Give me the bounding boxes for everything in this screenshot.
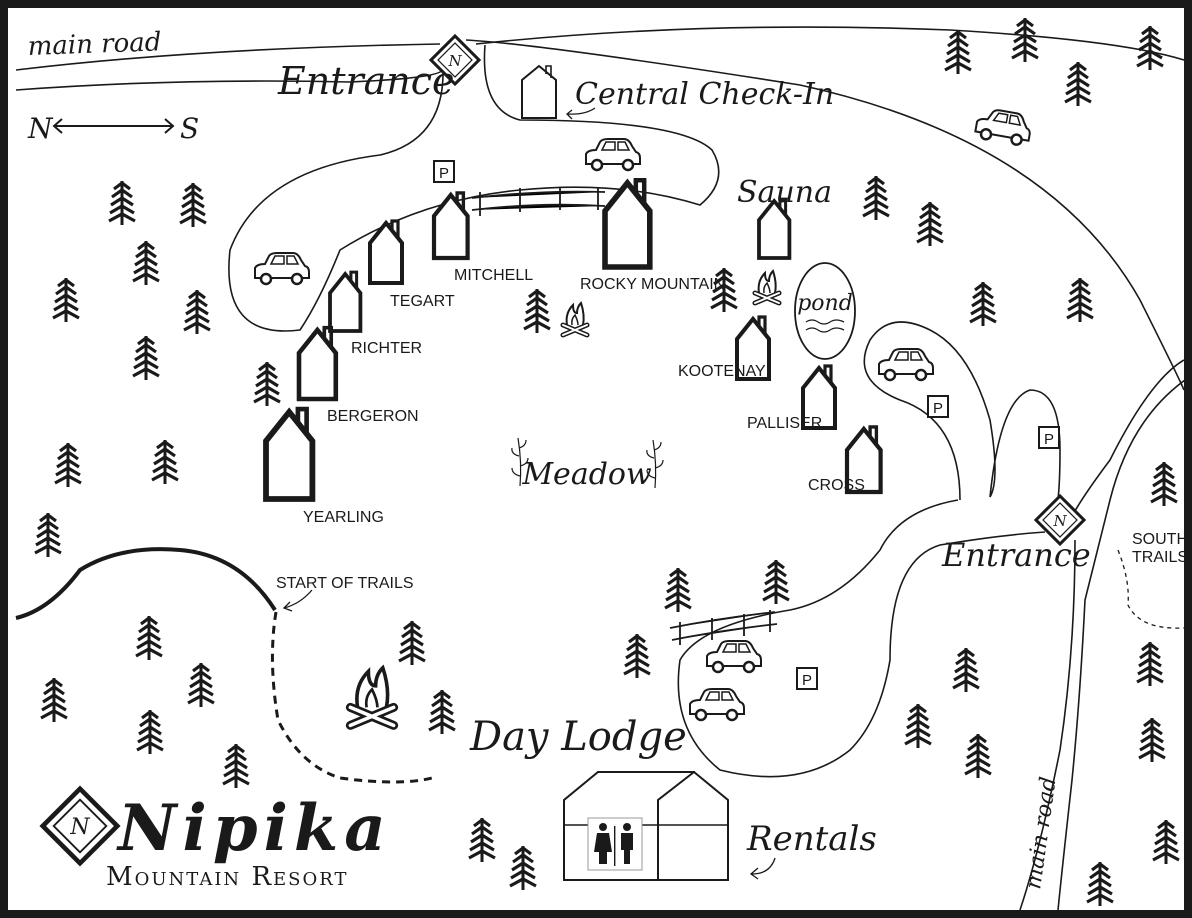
cabin-richter-icon: [328, 270, 363, 333]
parking-sign-east-2: P: [1038, 426, 1060, 449]
parking-sign-south: P: [796, 667, 818, 690]
central-road: [1069, 359, 1184, 521]
central-checkin-building: [521, 64, 557, 119]
cabin-kootenay-label: KOOTENAY: [678, 363, 766, 380]
svg-text:P: P: [802, 672, 812, 689]
day-lodge-building: [563, 770, 729, 881]
brand-logo: N Nipika Mountain Resort: [43, 789, 392, 892]
restroom-icon: [594, 823, 633, 866]
cabin-palliser-label: PALLISER: [747, 415, 822, 432]
brand-logo-letter: N: [69, 815, 90, 840]
start-of-trails-label: START OF TRAILS: [276, 575, 414, 592]
cabin-rocky-mountain-icon: [605, 180, 650, 267]
car-icon: [584, 137, 642, 172]
cabin-bergeron-icon: [299, 328, 336, 399]
trail-west: [270, 611, 433, 784]
svg-text:P: P: [933, 400, 943, 417]
parking-sign-north: P: [433, 160, 455, 183]
cabin-yearling-label: YEARLING: [303, 509, 384, 526]
cabin-yearling-icon: [266, 409, 312, 499]
compass-south: S: [180, 112, 199, 145]
car-icon: [688, 687, 746, 722]
compass: N S: [27, 112, 199, 145]
compass-north: N: [27, 112, 54, 145]
cabin-bergeron-label: BERGERON: [327, 408, 419, 425]
central-checkin-label: Central Check-In: [575, 77, 834, 112]
trail-south: [1117, 549, 1184, 629]
svg-text:P: P: [439, 165, 449, 182]
east-parking-loop: [863, 321, 1061, 516]
north-parking-loop: [228, 44, 720, 332]
brand-name: Nipika: [116, 791, 392, 866]
south-road: [677, 379, 1184, 910]
car-icon: [705, 639, 763, 674]
brand-subtitle: Mountain Resort: [106, 862, 349, 892]
entrance-south-logo: N: [1052, 512, 1067, 530]
river: [15, 547, 277, 620]
map-canvas: N S main road main road N Entrance N Ent…: [15, 16, 1184, 910]
main-road-top-label: main road: [27, 27, 162, 62]
main-road-top: [15, 26, 1184, 71]
cabin-richter-label: RICHTER: [351, 340, 422, 357]
car-icon: [877, 347, 935, 382]
meadow-label: Meadow: [521, 457, 652, 492]
svg-text:P: P: [1044, 431, 1054, 448]
fence-south: [669, 610, 778, 645]
main-road-right-label: main road: [1021, 775, 1062, 891]
north-access-road: [15, 39, 1184, 391]
campfire-icon: [350, 668, 393, 726]
cabin-mitchell-icon: [434, 193, 468, 258]
cabin-mitchell-label: MITCHELL: [454, 267, 533, 284]
day-lodge-label: Day Lodge: [469, 714, 687, 760]
entrance-north-logo: N: [447, 52, 462, 70]
entrance-south-label: Entrance: [941, 536, 1091, 574]
pond-label: pond: [797, 291, 853, 316]
cabin-rocky-mountain-label: ROCKY MOUNTAIN: [580, 276, 725, 293]
pond-shape: [794, 262, 856, 360]
campfire-icon: [755, 271, 779, 303]
pond-waves: [805, 319, 845, 333]
entrance-north-label: Entrance: [277, 59, 455, 103]
cabin-tegart-label: TEGART: [390, 293, 455, 310]
south-trails-label-1: SOUTH: [1132, 531, 1184, 548]
fence-north: [471, 188, 606, 216]
south-trails-label-2: TRAILS: [1132, 549, 1184, 566]
sauna-label: Sauna: [737, 175, 832, 210]
car-icon: [973, 105, 1035, 148]
car-icon: [253, 251, 311, 286]
campfire-icon: [563, 303, 587, 335]
rentals-label: Rentals: [746, 819, 877, 859]
cabin-cross-label: CROSS: [808, 477, 865, 494]
parking-sign-east-1: P: [927, 395, 949, 418]
